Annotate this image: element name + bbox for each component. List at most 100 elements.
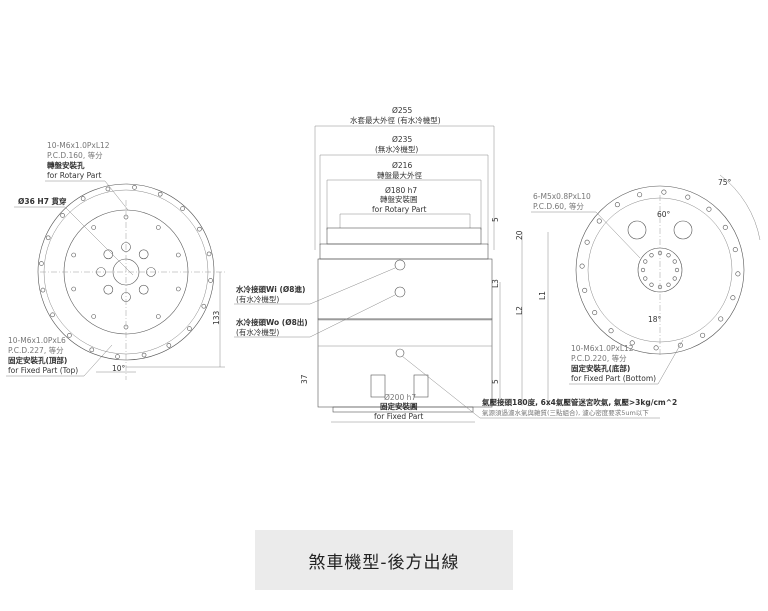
- hole: [672, 276, 677, 281]
- fixed-top-spec: 10-M6x1.0PxL6: [8, 336, 66, 345]
- hole: [643, 276, 648, 281]
- hole: [206, 251, 212, 257]
- hole: [141, 352, 147, 358]
- hole: [89, 347, 95, 353]
- hole: [156, 314, 161, 319]
- hole: [732, 247, 738, 253]
- hole: [50, 312, 55, 318]
- hole: [45, 235, 51, 241]
- water-inlet-note: (有水冷機型): [236, 294, 279, 304]
- hole: [643, 259, 648, 264]
- dim-d200-note: 固定安裝圓: [380, 401, 418, 411]
- fixed-top-en: for Fixed Part (Top): [8, 366, 78, 375]
- hole: [39, 261, 44, 266]
- hole: [677, 342, 683, 348]
- hole: [71, 252, 76, 258]
- dim-d235-note: (無水冷機型): [375, 144, 418, 154]
- hole: [640, 267, 646, 273]
- hole: [115, 354, 120, 359]
- water-inlet-label: 水冷接頭Wi (Ø8進): [236, 284, 305, 294]
- hole: [91, 225, 96, 230]
- dim-l2: L2: [515, 306, 524, 315]
- hole: [176, 286, 181, 292]
- water-outlet-note: (有水冷機型): [236, 327, 279, 337]
- angle-18: 18°: [648, 315, 662, 324]
- hole: [91, 314, 96, 319]
- hole: [80, 196, 86, 201]
- air-fitting-label: 氣壓接頭180度, 6x4氣壓管迷宮吹氣, 氣壓>3kg/cm^2: [482, 397, 677, 407]
- dim-d216: Ø216: [392, 161, 412, 170]
- fixed-bottom-en: for Fixed Part (Bottom): [571, 374, 656, 383]
- hole: [735, 271, 741, 277]
- rotary-holes-title: 轉盤安裝孔: [47, 160, 85, 170]
- fixed-bottom-title: 固定安裝孔(底部): [571, 363, 630, 373]
- center-holes-pcd: P.C.D.60, 等分: [533, 201, 584, 211]
- dim-d180-note: 轉盤安裝圓: [380, 194, 418, 204]
- caption-box: 煞車機型-後方出線: [255, 530, 513, 590]
- hole: [103, 284, 114, 295]
- hole: [672, 259, 677, 264]
- hole: [661, 189, 667, 195]
- dim-d255: Ø255: [392, 106, 412, 115]
- hole: [105, 186, 111, 192]
- fixed-top-title: 固定安裝孔(頂部): [8, 355, 67, 365]
- fixed-top-pcd: P.C.D.227, 等分: [8, 345, 64, 355]
- hole: [666, 253, 671, 258]
- hole: [197, 226, 202, 232]
- air-fitting-note: 氣源須過濾水氣與雜質(三點組合), 濾心密度要求5um以下: [482, 408, 649, 417]
- dim-top-5: 5: [491, 217, 500, 222]
- dim-d200-en: for Fixed Part: [374, 412, 423, 421]
- hole: [201, 303, 207, 309]
- hole: [674, 267, 680, 273]
- hole: [132, 185, 137, 190]
- hole: [706, 206, 712, 212]
- dim-d235: Ø235: [392, 135, 412, 144]
- hole: [138, 249, 149, 260]
- hole: [666, 282, 671, 287]
- dim-20: 20: [515, 230, 524, 240]
- top-view: 133 10-M6x1.0PxL12 P.C.D.160, 等分 轉盤安裝孔 f…: [6, 141, 225, 380]
- hole: [584, 239, 590, 245]
- hole: [685, 194, 691, 200]
- hole: [608, 328, 614, 334]
- dim-133: 133: [212, 310, 221, 325]
- dim-d216-note: 轉盤最大外徑: [377, 170, 422, 180]
- hole: [103, 249, 114, 260]
- rotary-holes-pcd: P.C.D.160, 等分: [47, 150, 103, 160]
- hole: [156, 225, 161, 230]
- dim-l3: L3: [491, 279, 500, 288]
- hole: [60, 213, 65, 218]
- bore-label: Ø36 H7 貫穿: [18, 196, 67, 206]
- hole: [637, 192, 643, 198]
- hole: [121, 242, 131, 252]
- hole: [653, 345, 659, 351]
- angle-75: 75°: [718, 178, 732, 187]
- hole: [208, 278, 213, 283]
- dim-d200: Ø200 h7: [384, 393, 416, 402]
- hole: [722, 224, 728, 230]
- hole: [157, 191, 163, 197]
- hole: [629, 340, 635, 346]
- dim-bottom-5: 5: [491, 379, 500, 384]
- angle-60: 60°: [657, 210, 671, 219]
- hole: [176, 252, 181, 258]
- hole: [730, 295, 736, 301]
- center-holes-spec: 6-M5x0.8PxL10: [533, 192, 591, 201]
- water-outlet-label: 水冷接頭Wo (Ø8出): [236, 317, 308, 327]
- hole: [67, 333, 72, 338]
- hole: [187, 326, 192, 331]
- hole: [71, 286, 76, 292]
- hole: [700, 332, 706, 338]
- bottom-view: 75° 60° 18° 6-M5x0.8PxL10 P.C.D.60, 等分 1…: [531, 174, 761, 385]
- hole: [718, 316, 724, 322]
- hole: [582, 287, 588, 293]
- angle-10: 10°: [112, 364, 126, 373]
- hole: [579, 263, 585, 269]
- dim-37: 37: [300, 374, 309, 384]
- hole: [649, 282, 654, 287]
- hole: [180, 206, 185, 211]
- dim-d180: Ø180 h7: [385, 186, 417, 195]
- hole: [592, 310, 598, 316]
- dim-d255-note: 水套最大外徑 (有水冷機型): [350, 115, 441, 125]
